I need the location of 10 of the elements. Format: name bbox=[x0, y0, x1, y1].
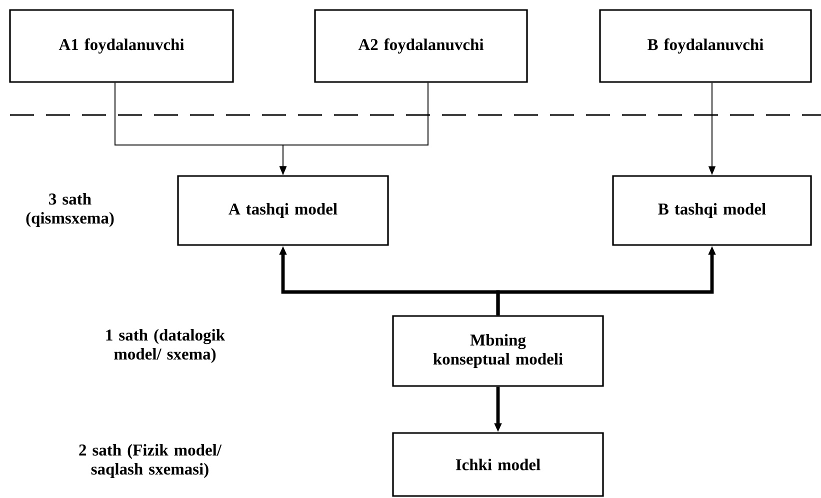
level-label: 2 sath (Fizik model/ saqlash sxemasi) bbox=[79, 444, 222, 478]
process-box: B foydalanuvchi bbox=[599, 9, 812, 83]
process-box: A tashqi model bbox=[177, 175, 389, 246]
level-label: 1 sath (datalogik model/ sxema) bbox=[106, 329, 226, 363]
level-label: 3 sath (qismsxema) bbox=[26, 193, 114, 227]
process-box: Ichki model bbox=[392, 432, 604, 497]
process-box: B tashqi model bbox=[612, 175, 812, 246]
process-box: Mbning konseptual modeli bbox=[392, 315, 604, 387]
process-box: A2 foydalanuvchi bbox=[314, 9, 528, 83]
process-box: A1 foydalanuvchi bbox=[9, 9, 234, 83]
